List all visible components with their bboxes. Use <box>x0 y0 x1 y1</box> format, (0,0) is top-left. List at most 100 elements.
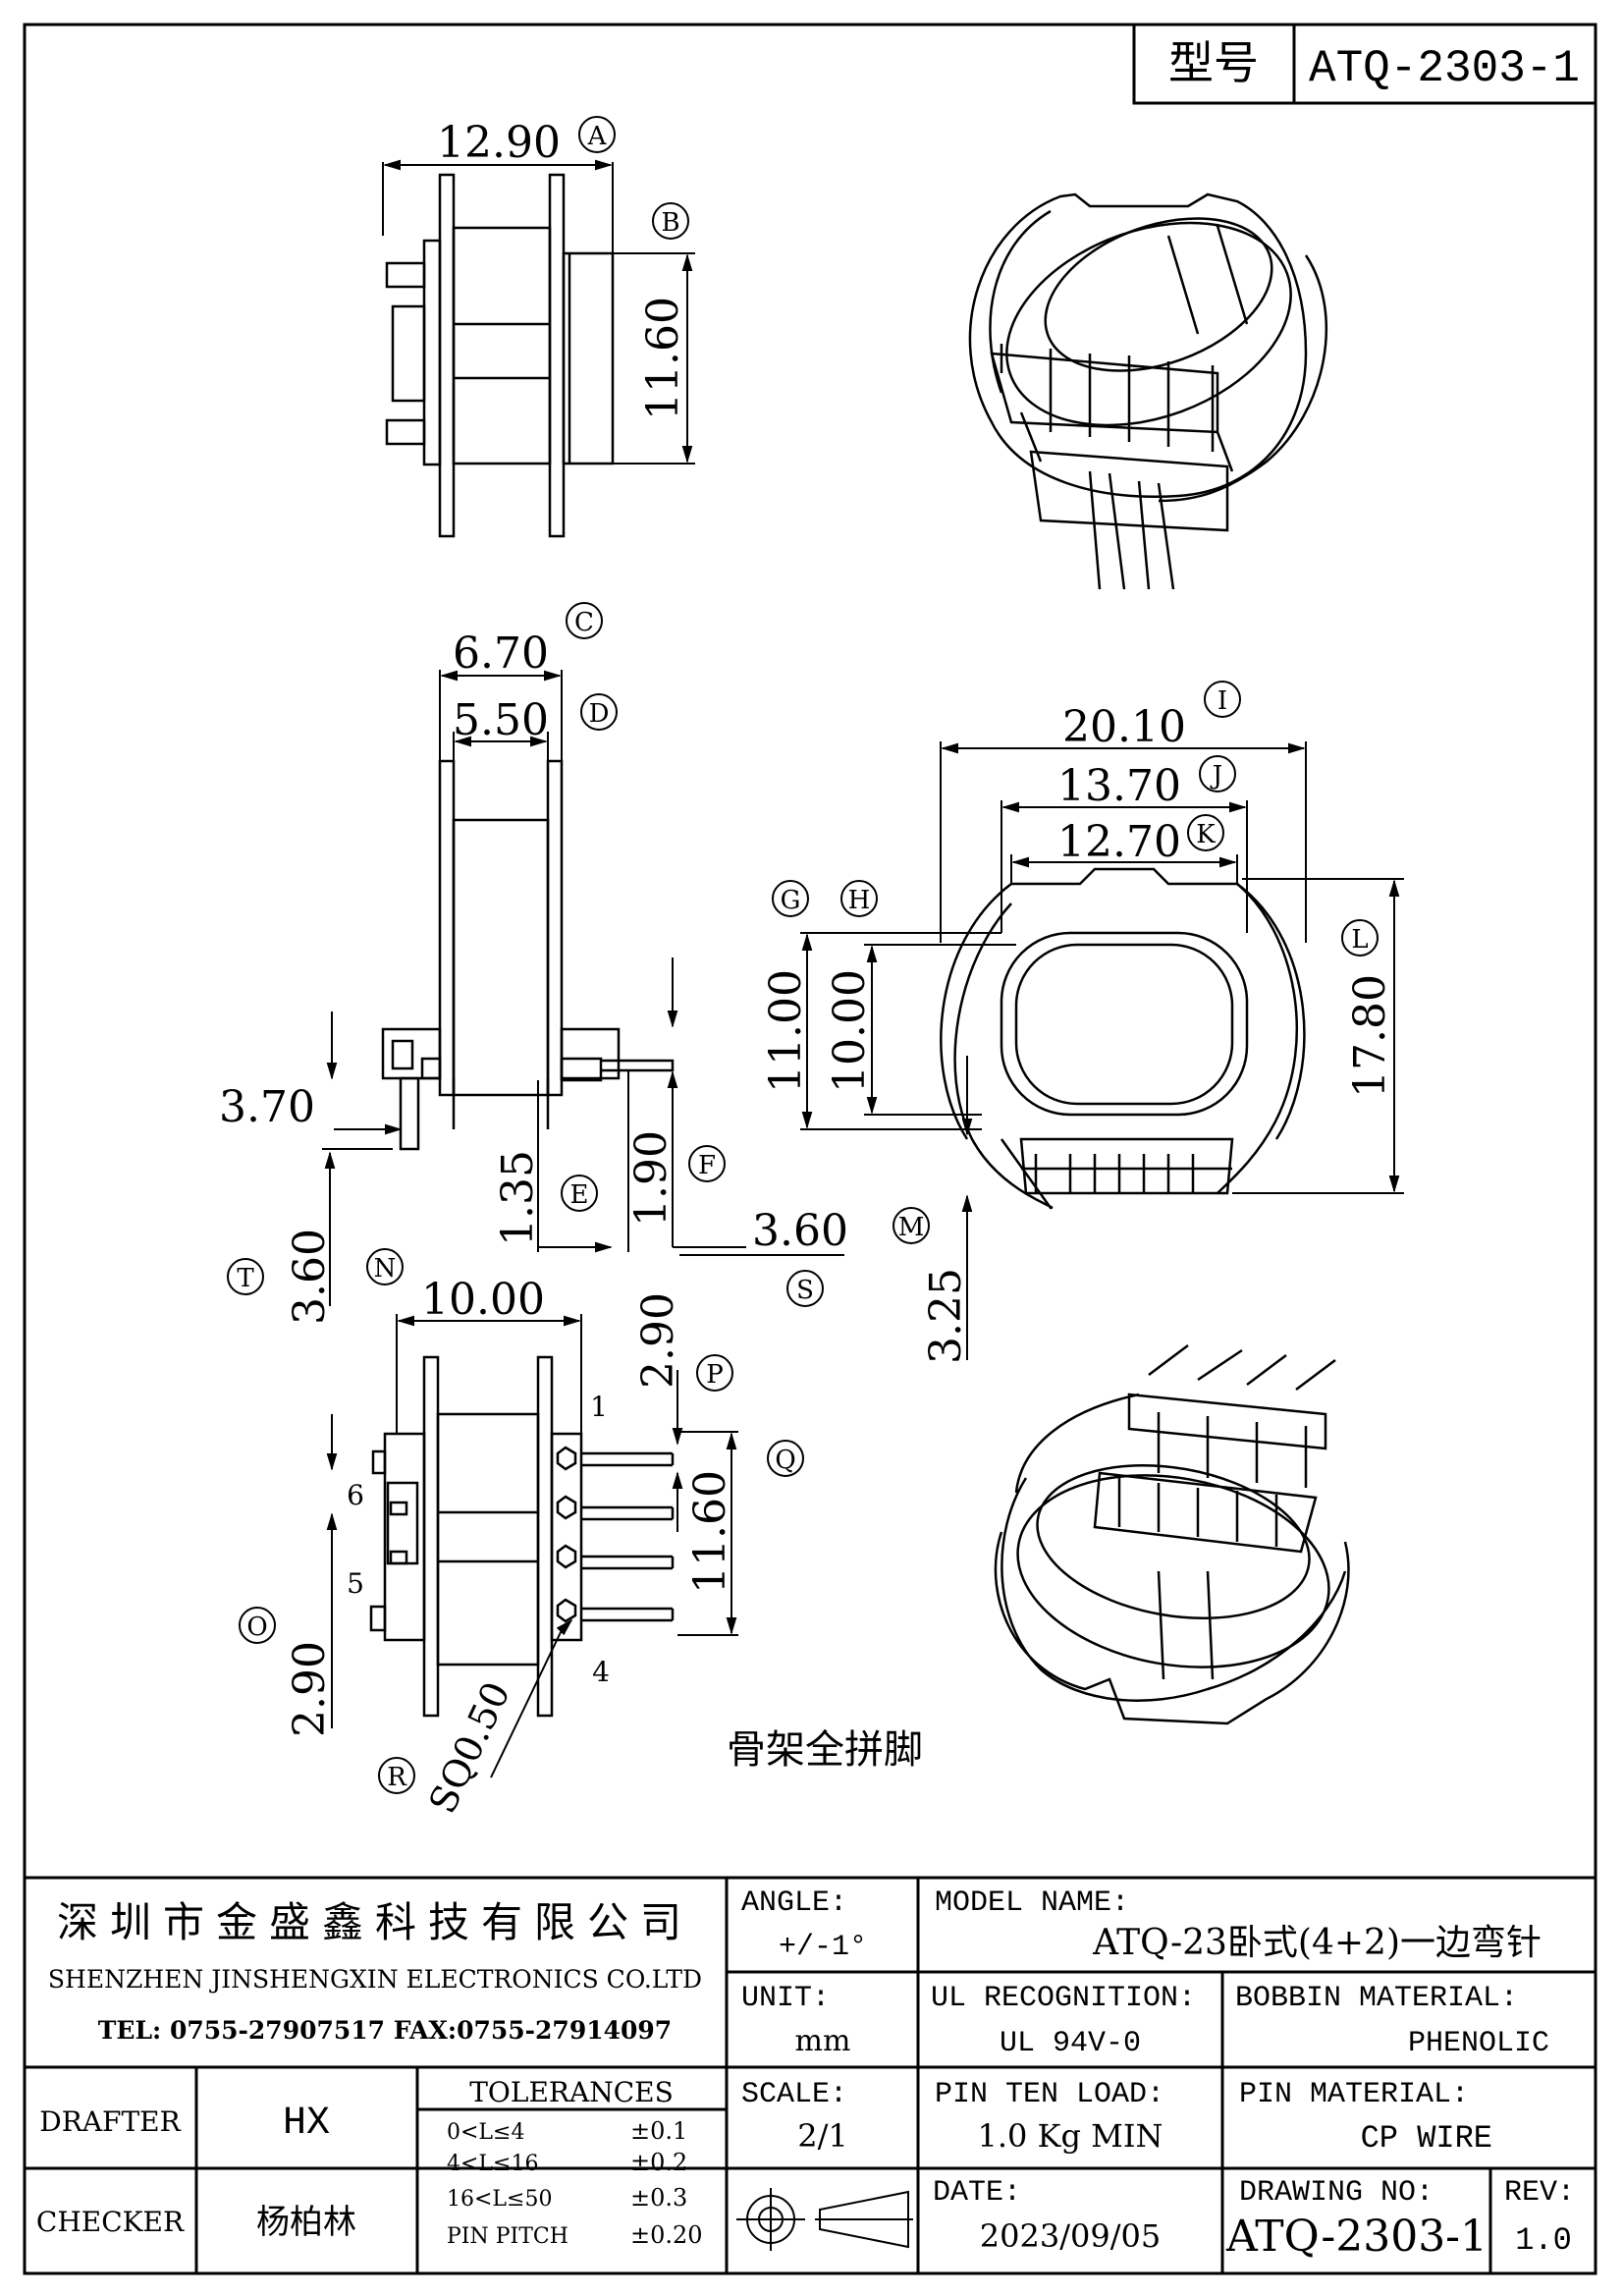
dim-E-value: 1.35 <box>493 1150 543 1246</box>
company-tel: TEL: 0755-27907517 FAX:0755-27914097 <box>98 2016 672 2045</box>
bobbin-material-label: BOBBIN MATERIAL: <box>1235 1982 1518 2015</box>
svg-text:L: L <box>1351 925 1368 955</box>
rev-value: 1.0 <box>1515 2222 1572 2259</box>
svg-text:C: C <box>574 608 594 637</box>
ul-label: UL RECOGNITION: <box>931 1982 1196 2015</box>
dim-R <box>490 1618 573 1778</box>
dim-R-balloon: R <box>378 1757 415 1794</box>
dim-N <box>322 1148 393 1306</box>
dim-F <box>627 957 746 1252</box>
side-view <box>381 759 675 1151</box>
dim-A-value: 12.90 <box>437 118 561 168</box>
pin-load-label: PIN TEN LOAD: <box>935 2078 1164 2111</box>
dim-L-value: 17.80 <box>1345 974 1395 1098</box>
checker-label: CHECKER <box>36 2206 185 2238</box>
dim-I <box>940 741 1307 943</box>
date-value: 2023/09/05 <box>980 2217 1161 2255</box>
dim-O-value: 2.90 <box>285 1641 335 1737</box>
pin-label-6: 6 <box>347 1479 364 1511</box>
dim-G-value: 11.00 <box>761 969 811 1093</box>
drawing-no-value: ATQ-2303-1 <box>1225 2212 1488 2262</box>
bobbin-material-value: PHENOLIC <box>1408 2027 1549 2060</box>
unit-label: UNIT: <box>741 1982 830 2015</box>
iso-view-bottom <box>994 1344 1350 1725</box>
dim-B <box>613 252 695 465</box>
scale-label: SCALE: <box>741 2078 847 2111</box>
dim-T-balloon: T <box>227 1258 264 1295</box>
note-text: 骨架全拼脚 <box>727 1727 923 1773</box>
dim-U-value: 10.00 <box>421 1275 545 1325</box>
dim-E <box>537 1080 613 1253</box>
dim-L <box>1232 878 1404 1194</box>
svg-text:F: F <box>698 1151 716 1180</box>
dim-E-balloon: E <box>561 1175 598 1212</box>
svg-text:N: N <box>374 1254 397 1284</box>
svg-text:D: D <box>589 699 610 729</box>
dim-K-value: 12.70 <box>1057 817 1181 867</box>
dim-K <box>1010 854 1238 884</box>
svg-text:Q: Q <box>775 1446 795 1475</box>
pin-label-1: 1 <box>590 1391 608 1423</box>
svg-text:K: K <box>1196 820 1216 849</box>
iso-view-top <box>968 192 1327 590</box>
scale-value: 2/1 <box>797 2117 848 2155</box>
tol-range-1: 4<L≤16 <box>447 2152 538 2176</box>
dim-R-value: SQ0.50 <box>420 1675 518 1820</box>
svg-text:S: S <box>796 1276 814 1305</box>
dim-K-balloon: K <box>1187 814 1224 851</box>
tol-value-3: ±0.20 <box>630 2221 703 2249</box>
dim-I-balloon: I <box>1204 681 1241 718</box>
dim-N-balloon: N <box>366 1248 404 1285</box>
tol-value-2: ±0.3 <box>630 2184 687 2212</box>
dim-H <box>864 944 1016 1116</box>
dim-S-balloon: S <box>786 1270 824 1307</box>
model-name-value: ATQ-23卧式(4+2)一边弯针 <box>1092 1923 1542 1963</box>
dim-H-balloon: H <box>840 880 878 917</box>
dim-P-balloon: P <box>696 1354 733 1392</box>
dim-D-value: 5.50 <box>453 695 549 745</box>
dim-C <box>439 670 563 761</box>
dim-C-balloon: C <box>566 602 603 639</box>
dim-G <box>800 932 1001 1130</box>
type-value: ATQ-2303-1 <box>1309 43 1580 94</box>
dim-J-balloon: J <box>1199 755 1236 793</box>
dim-G-balloon: G <box>772 880 809 917</box>
tol-value-1: ±0.2 <box>630 2149 687 2176</box>
projection-symbol-icon <box>736 2188 913 2251</box>
svg-text:I: I <box>1217 686 1227 716</box>
dim-B-value: 11.60 <box>638 297 688 420</box>
tol-range-0: 0<L≤4 <box>447 2120 524 2145</box>
svg-text:T: T <box>237 1264 254 1293</box>
model-name-label: MODEL NAME: <box>935 1886 1129 1920</box>
svg-text:O: O <box>246 1613 267 1642</box>
unit-value: mm <box>795 2024 851 2058</box>
dim-F-value: 1.90 <box>626 1130 676 1227</box>
dim-H-value: 10.00 <box>825 969 875 1093</box>
dim-D-balloon: D <box>580 693 618 731</box>
pin-material-label: PIN MATERIAL: <box>1239 2078 1469 2111</box>
dim-J-value: 13.70 <box>1057 761 1181 811</box>
dim-Q <box>677 1431 738 1636</box>
dim-L-balloon: L <box>1341 919 1379 957</box>
dim-I-value: 20.10 <box>1062 702 1186 752</box>
svg-text:J: J <box>1210 761 1222 791</box>
bottom-view <box>369 1355 675 1718</box>
dim-A <box>382 159 614 253</box>
dim-Q-balloon: Q <box>767 1440 804 1477</box>
title-block <box>25 1876 1596 2273</box>
tol-value-0: ±0.1 <box>630 2117 687 2145</box>
ul-value: UL 94V-0 <box>1000 2027 1141 2060</box>
dim-T-value: 3.70 <box>219 1082 315 1132</box>
company-name-en: SHENZHEN JINSHENGXIN ELECTRONICS CO.LTD <box>48 1965 702 1994</box>
type-box: 型号 ATQ-2303-1 <box>1132 23 1597 105</box>
company-name-cn: 深圳市金盛鑫科技有限公司 <box>57 1898 693 1946</box>
checker-value: 杨柏林 <box>256 2203 356 2242</box>
angle-value: +/-1° <box>779 1931 867 1964</box>
dim-P-value: 2.90 <box>633 1292 683 1389</box>
svg-text:R: R <box>387 1763 407 1792</box>
dim-A-balloon: A <box>578 116 616 153</box>
drafter-label: DRAFTER <box>39 2105 181 2138</box>
dim-S-value: 3.60 <box>752 1206 848 1256</box>
dim-N-value: 3.60 <box>285 1229 335 1325</box>
